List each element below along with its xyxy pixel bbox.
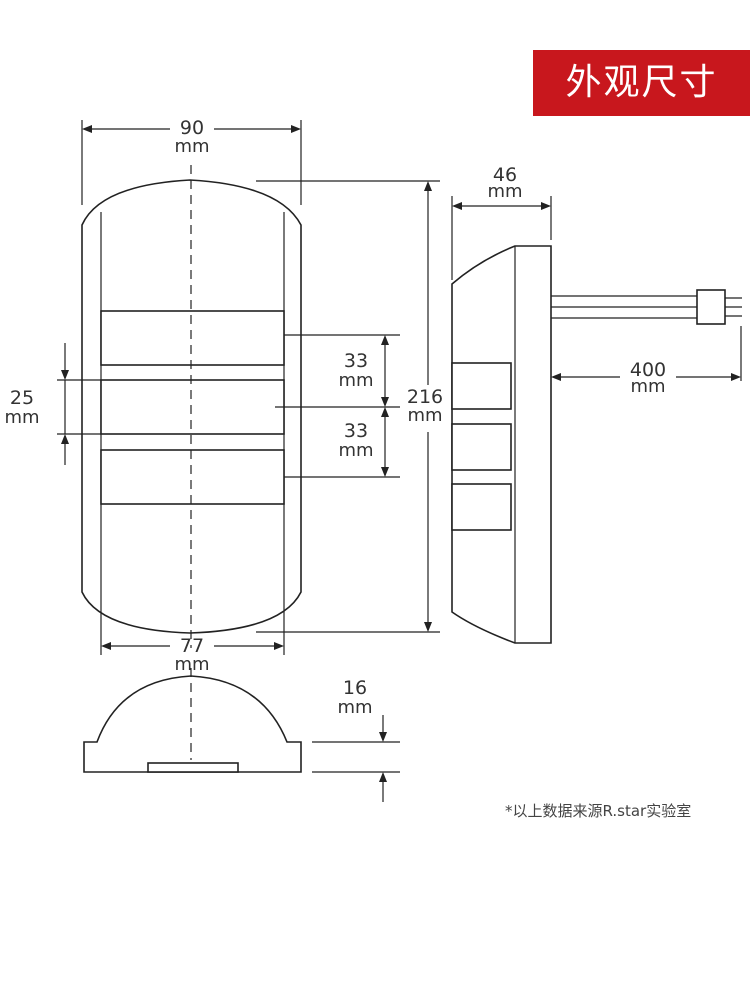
base-housing: [83, 675, 302, 773]
dim-base-height: 16 mm: [312, 677, 400, 802]
side-lens-top: [451, 362, 512, 410]
cable-connector: [696, 289, 726, 325]
pitch-2-unit: mm: [338, 440, 373, 461]
lens-width-value: 77: [180, 635, 204, 657]
dim-total-height: 216 mm: [256, 180, 443, 633]
cable-length-unit: mm: [630, 376, 665, 397]
pitch-1-value: 33: [344, 350, 368, 372]
side-lens-bottom: [451, 483, 512, 531]
dim-depth: 46 mm: [451, 164, 552, 280]
depth-value: 46: [493, 164, 517, 186]
section-title: 外观尺寸: [533, 50, 750, 116]
total-height-value: 216: [407, 386, 443, 408]
lens-width-unit: mm: [174, 654, 209, 675]
base-height-value: 16: [343, 677, 367, 699]
lens-bottom: [100, 449, 285, 505]
pitch-2-value: 33: [344, 420, 368, 442]
lens-middle: [100, 379, 285, 435]
base-height-unit: mm: [337, 697, 372, 718]
depth-unit: mm: [487, 181, 522, 202]
side-view: [451, 245, 742, 644]
pitch-1-unit: mm: [338, 370, 373, 391]
front-view: [81, 165, 302, 648]
cable: [551, 289, 742, 325]
source-footnote: *以上数据来源R.star实验室: [505, 802, 692, 820]
cable-length-value: 400: [630, 359, 666, 381]
dim-top-width: 90 mm: [81, 117, 302, 205]
side-lens-middle: [451, 423, 512, 471]
total-height-unit: mm: [407, 405, 442, 426]
dim-lens-height: 25 mm: [4, 343, 101, 465]
base-view: [83, 668, 302, 773]
dim-lens-pitch: 33 mm 33 mm: [275, 334, 400, 478]
dim-cable-length: 400 mm: [551, 326, 742, 397]
lens-height-value: 25: [10, 387, 34, 409]
top-width-value: 90: [180, 117, 204, 139]
lens-height-unit: mm: [4, 407, 39, 428]
top-width-unit: mm: [174, 136, 209, 157]
lens-top: [100, 310, 285, 366]
dim-lens-width: 77 mm: [100, 612, 285, 675]
base-slot: [147, 762, 239, 773]
